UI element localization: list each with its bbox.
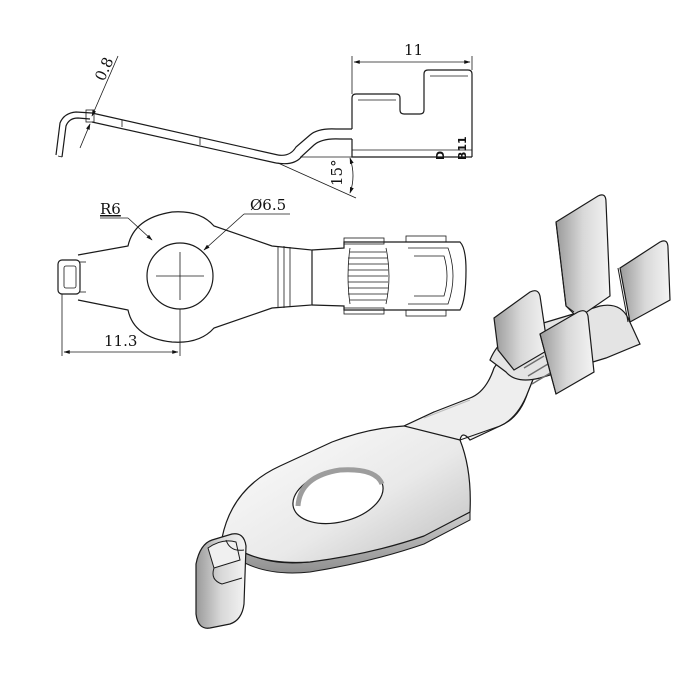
top-view: R6 Ø6.5 11.3 xyxy=(57,196,467,356)
dimension-bend-angle-label: 15° xyxy=(328,159,346,186)
stamp-mark: D B11 xyxy=(434,136,469,160)
dimension-hole-offset: 11.3 xyxy=(61,294,181,356)
dimension-hole-offset-label: 11.3 xyxy=(104,332,137,350)
dimension-hole-diameter-label: Ø6.5 xyxy=(250,196,286,214)
dimension-hole-diameter: Ø6.5 xyxy=(203,196,290,251)
dimension-radius-label: R6 xyxy=(100,200,121,218)
dimension-tab-width-label: 11 xyxy=(404,41,423,59)
dimension-thickness-label: 0.8 xyxy=(91,55,117,84)
stamp-letter: D xyxy=(434,151,447,160)
dimension-radius: R6 xyxy=(100,200,153,241)
stamp-code: B11 xyxy=(456,136,469,160)
serrations xyxy=(347,247,390,305)
isometric-view xyxy=(195,194,671,629)
dimension-bend-angle: 15° xyxy=(277,156,472,199)
dimension-thickness: 0.8 xyxy=(79,55,119,149)
dimension-tab-width: 11 xyxy=(351,41,473,94)
side-view: D B11 0.8 11 15° xyxy=(55,41,473,199)
